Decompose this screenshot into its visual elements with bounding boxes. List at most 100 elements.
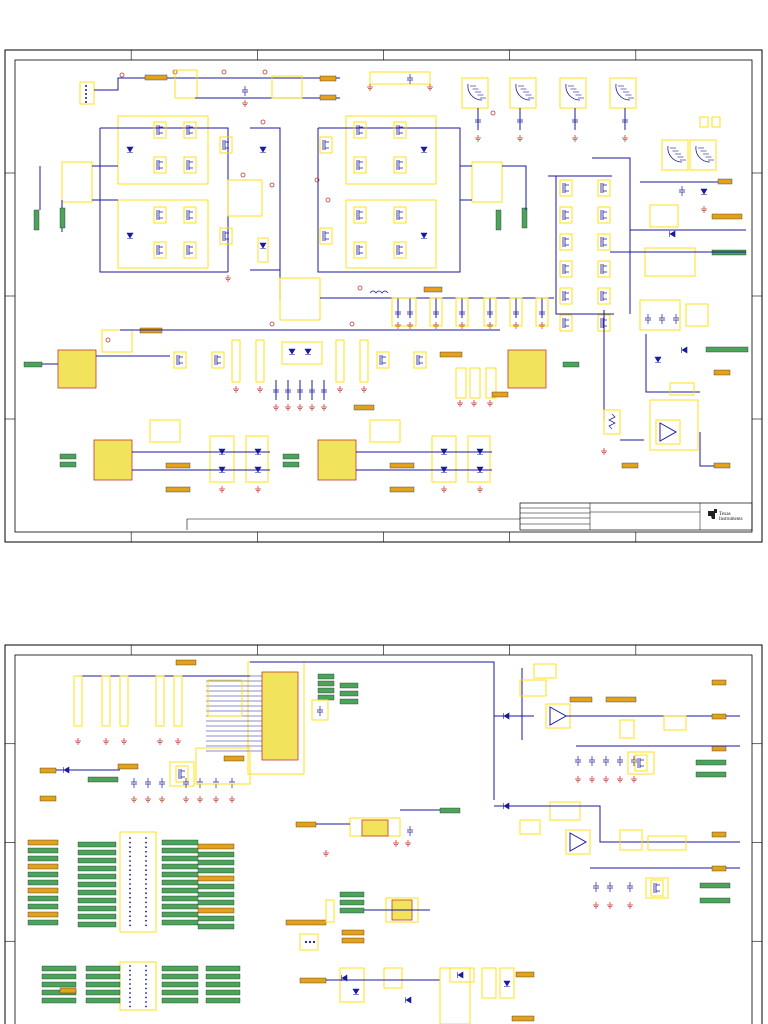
mosfet-icon <box>156 210 163 220</box>
power-rail-icon <box>119 72 125 78</box>
cap-box <box>619 829 643 851</box>
connector-box <box>609 77 637 109</box>
header-pin <box>145 883 147 885</box>
cap-box <box>535 297 549 327</box>
capacitor-icon <box>395 308 401 318</box>
ground-icon <box>273 404 279 411</box>
cap-box <box>469 367 481 399</box>
output-port <box>341 929 365 936</box>
output-port <box>295 821 317 828</box>
input-port <box>695 771 727 778</box>
connector-arc-icon <box>615 83 631 101</box>
capacitor-icon <box>475 116 481 126</box>
mosfet-icon <box>322 140 329 150</box>
output-port <box>341 937 365 944</box>
op-amp-icon <box>569 832 588 852</box>
ti-logo-icon <box>708 509 717 519</box>
input-port <box>161 965 199 972</box>
input-port <box>161 887 199 894</box>
output-port <box>27 887 59 894</box>
mosfet-box <box>319 227 333 245</box>
connector-arc-icon <box>467 83 483 101</box>
header-pin <box>145 846 147 849</box>
capacitor-icon <box>229 778 235 788</box>
connector-box <box>689 139 717 171</box>
header-pin <box>85 89 87 91</box>
schematic-sheet-2 <box>4 644 763 1024</box>
ground-icon <box>225 275 231 282</box>
ti-logo-line1: Texas <box>719 512 731 517</box>
power-rail-icon <box>325 197 331 203</box>
mosfet-box <box>597 233 611 251</box>
input-port <box>495 209 502 231</box>
ground-icon <box>157 738 163 745</box>
mosfet-icon <box>186 210 193 220</box>
header-pin <box>129 878 131 881</box>
input-port <box>77 905 117 912</box>
capacitor-icon <box>285 386 291 396</box>
input-port <box>77 857 117 864</box>
header-pin <box>85 93 87 95</box>
output-port <box>439 351 463 358</box>
header-pin <box>145 860 147 862</box>
jumper-box <box>711 116 721 128</box>
regulator-box <box>649 204 679 228</box>
power-rail-icon <box>105 337 111 343</box>
header-pin <box>129 915 131 918</box>
connector-box <box>559 77 587 109</box>
mosfet-box <box>634 754 648 772</box>
capacitor-icon <box>131 778 137 788</box>
mosfet-icon <box>186 245 193 255</box>
input-port <box>161 981 199 988</box>
capacitor-icon <box>407 826 413 836</box>
input-port <box>282 461 300 468</box>
input-port <box>87 776 119 783</box>
ground-icon <box>321 404 327 411</box>
diode-icon <box>457 971 464 979</box>
header-pin <box>129 896 131 899</box>
regulator-box <box>644 247 696 277</box>
diode-pair-box <box>431 435 457 483</box>
pin-header-box <box>119 961 157 1011</box>
ground-icon <box>471 400 477 407</box>
ground-icon <box>572 135 578 142</box>
input-port <box>205 997 241 1004</box>
transformer-box <box>61 161 93 203</box>
input-port <box>282 453 300 460</box>
input-port <box>317 687 335 694</box>
mosfet-box <box>393 156 407 174</box>
mosfet-box <box>353 121 367 139</box>
diode-pair-box <box>209 435 235 483</box>
cap-pair-box <box>101 329 133 353</box>
header-pin <box>129 860 131 862</box>
input-port <box>85 989 121 996</box>
input-port <box>339 690 359 697</box>
mosfet-icon <box>653 883 660 893</box>
capacitor-icon <box>645 314 651 324</box>
input-port <box>41 981 77 988</box>
connector-arc-icon <box>515 83 531 101</box>
resistor-box <box>359 339 369 383</box>
connector-arc-icon <box>565 83 581 101</box>
input-port <box>27 919 59 926</box>
mosfet-icon <box>356 245 363 255</box>
ground-icon <box>477 486 483 493</box>
isolated-driver-ic-2 <box>317 439 357 481</box>
ground-icon <box>575 776 581 783</box>
output-port <box>717 178 733 185</box>
input-port <box>41 997 77 1004</box>
ground-icon <box>297 404 303 411</box>
header-pin <box>145 915 147 918</box>
header-pin <box>129 892 131 895</box>
mosfet-box <box>559 233 573 251</box>
header-pin <box>129 873 131 876</box>
bridge-block <box>117 115 209 185</box>
wire <box>555 176 614 315</box>
sensor-ic <box>361 819 389 837</box>
cap-pair-box <box>149 419 181 443</box>
mosfet-icon <box>562 264 569 274</box>
mosfet-icon <box>356 125 363 135</box>
trim-pot-box <box>603 409 621 435</box>
cap-box <box>533 663 557 679</box>
regulator-box <box>169 761 195 787</box>
